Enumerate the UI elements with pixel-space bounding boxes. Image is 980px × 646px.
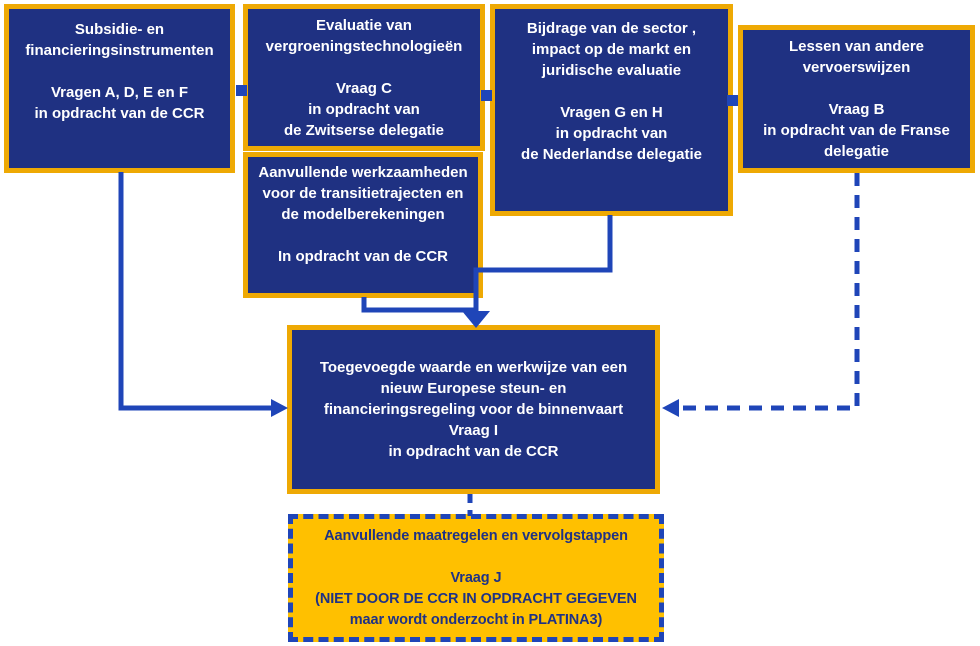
box-toegevoegde-waarde-vraag-i: Toegevoegde waarde en werkwijze van een … bbox=[287, 325, 660, 494]
box-lessen-van-andere-vervoerswijzen: Lessen van andere vervoerswijzen Vraag B… bbox=[738, 25, 975, 173]
line-werkzaamheden-to-centraal bbox=[361, 297, 476, 313]
arrowhead-right-into-centraal bbox=[662, 399, 679, 417]
arrowhead-left-into-centraal bbox=[271, 399, 288, 417]
box-subsidie-en-financieringsinstrumenten: Subsidie- en financieringsinstrumenten V… bbox=[4, 4, 235, 173]
line-bijdrage-to-centraal bbox=[473, 215, 613, 312]
box-evaluatie-vergroeningstechnologieen: Evaluatie van vergroeningstechnologieën … bbox=[243, 4, 485, 151]
box-aanvullende-maatregelen-vraag-j: Aanvullende maatregelen en vervolgstappe… bbox=[288, 514, 664, 642]
box-aanvullende-werkzaamheden: Aanvullende werkzaamheden voor de transi… bbox=[243, 152, 483, 298]
box-bijdrage-van-de-sector: Bijdrage van de sector , impact op de ma… bbox=[490, 4, 733, 216]
